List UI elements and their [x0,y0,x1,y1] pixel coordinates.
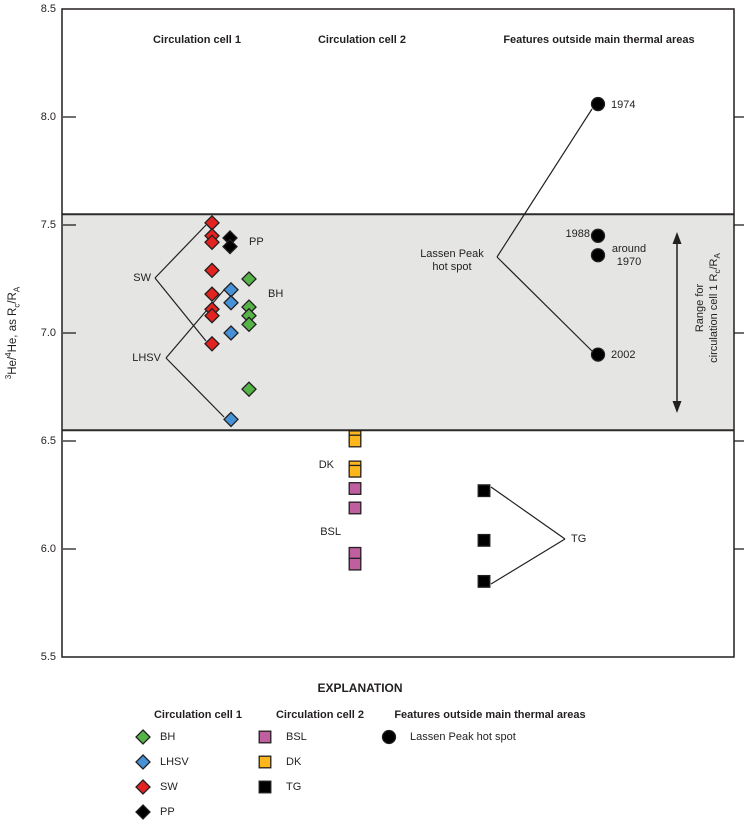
y-tick-label: 7.0 [40,326,56,339]
lhsv-label: LHSV [132,351,161,364]
lhsv-label-line [165,357,225,418]
range-arrow-head-down [672,401,682,413]
y-tick-label: 8.5 [40,2,56,15]
point-around-1970: around 1970 [611,243,647,268]
legend-label-lassen-peak-hot-spot: Lassen Peak hot spot [410,730,516,743]
legend-label-lhsv: LHSV [160,755,189,768]
marker-lassen-1 [590,228,606,243]
marker-sw-6 [204,307,220,324]
y-tick-label: 6.0 [40,542,56,555]
marker-tg-0 [477,484,491,498]
legend-label-bsl: BSL [286,730,307,743]
marker-lassen-3 [590,347,606,362]
y-tick-label: 7.5 [40,218,56,231]
range-arrow-head-up [672,232,682,244]
legend-marker-tg [258,780,272,794]
legend-marker-sw [135,779,151,795]
marker-lhsv-1 [223,294,239,311]
column-header-2: Circulation cell 2 [317,33,407,46]
y-tick-label: 6.5 [40,434,56,447]
legend-marker-pp [135,804,151,820]
lassen-label-line [496,256,593,352]
bsl-label: BSL [320,525,341,538]
dk-label: DK [318,458,334,471]
marker-lassen-0 [590,96,606,112]
marker-tg-1 [477,533,491,547]
y-tick-label: 8.0 [40,110,56,123]
legend-marker-dk [258,755,272,769]
marker-bsl-3 [348,557,362,571]
legend-label-pp: PP [160,805,175,818]
legend-header-1: Circulation cell 1 [153,708,243,721]
marker-bsl-0 [348,482,362,495]
point-1974: 1974 [611,98,636,111]
legend-label-sw: SW [160,780,178,793]
marker-bh-4 [241,381,257,398]
tg-label: TG [571,532,587,545]
marker-sw-2 [204,234,220,251]
lhsv-label-line [165,289,225,359]
lassen-label-line [496,108,593,258]
legend-header-2: Circulation cell 2 [275,708,365,721]
legend-marker-bsl [258,730,272,744]
legend-marker-lassen-peak-hot-spot [381,729,397,745]
column-header-1: Circulation cell 1 [152,33,242,46]
sw-label: SW [133,271,151,284]
marker-dk-1 [348,434,362,448]
point-2002: 2002 [611,348,636,361]
legend-label-tg: TG [286,780,302,793]
marker-dk-3 [348,464,362,478]
y-tick-label: 5.5 [40,650,56,663]
sw-label-line [154,224,207,279]
marker-bsl-1 [348,501,362,515]
explanation-title: EXPLANATION [317,681,403,695]
marker-sw-3 [204,262,220,279]
legend-label-dk: DK [286,755,302,768]
point-1988: 1988 [565,227,590,240]
marker-pp-1 [222,238,238,255]
legend-label-bh: BH [160,730,176,743]
marker-bh-3 [241,316,257,333]
pp-label: PP [249,235,264,248]
marker-lassen-2 [590,248,606,263]
tg-label-line [490,538,566,585]
marker-bh-0 [241,271,257,287]
legend-marker-lhsv [135,754,151,770]
marker-sw-7 [204,335,220,352]
legend-header-3: Features outside main thermal areas [394,708,586,721]
legend-marker-bh [135,729,151,745]
sw-label-line [154,277,207,342]
lassen-label: Lassen Peak hot spot [420,248,484,273]
marker-sw-4 [204,286,220,303]
marker-tg-2 [477,574,491,588]
tg-label-line [490,486,566,540]
marker-lhsv-2 [223,325,239,341]
bh-label: BH [268,287,284,300]
range-band [62,214,734,431]
marker-bsl-2 [348,546,362,560]
column-header-3: Features outside main thermal areas [503,33,695,46]
marker-lhsv-3 [223,411,239,428]
